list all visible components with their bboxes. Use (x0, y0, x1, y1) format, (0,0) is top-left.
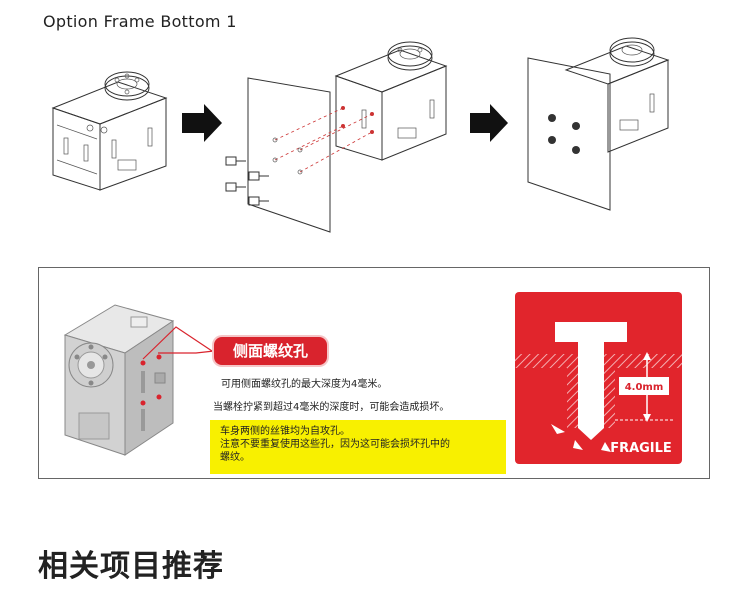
caution-line: 车身两侧的丝锥均为自攻孔。 (220, 426, 350, 437)
fragile-label: FRAGILE (610, 441, 672, 456)
depth-note: 可用侧面螺纹孔的最大深度为4毫米。 (221, 379, 388, 390)
side-thread-holes-label: 侧面螺纹孔 (214, 337, 327, 365)
fragile-diagram: 4.0mm FRAGILE (515, 322, 682, 456)
caution-line: 螺纹。 (220, 452, 250, 463)
page-title: Option Frame Bottom 1 (43, 12, 237, 31)
arrow-right-icon (470, 104, 508, 142)
servo-icon (564, 37, 670, 153)
related-items-heading: 相关项目推荐 (38, 549, 224, 584)
depth-value: 4.0mm (625, 382, 664, 393)
caution-box: 车身两侧的丝锥均为自攻孔。 注意不要重复使用这些孔，因为这可能会损坏孔中的 螺纹… (210, 420, 506, 474)
callout-lines (142, 326, 215, 360)
servo-side-view (63, 304, 175, 456)
screw-icon (225, 156, 269, 206)
assembly-illustration (51, 37, 670, 233)
damage-note: 当螺栓拧紧到超过4毫米的深度时，可能会造成损坏。 (213, 402, 450, 413)
caution-line: 注意不要重复使用这些孔，因为这可能会损坏孔中的 (220, 439, 450, 450)
plate-icon (527, 57, 611, 211)
fragile-panel: 4.0mm FRAGILE (515, 292, 682, 464)
servo-icon (51, 71, 168, 191)
plate-icon (247, 77, 331, 233)
arrow-right-icon (182, 104, 222, 142)
servo-icon (334, 41, 448, 161)
